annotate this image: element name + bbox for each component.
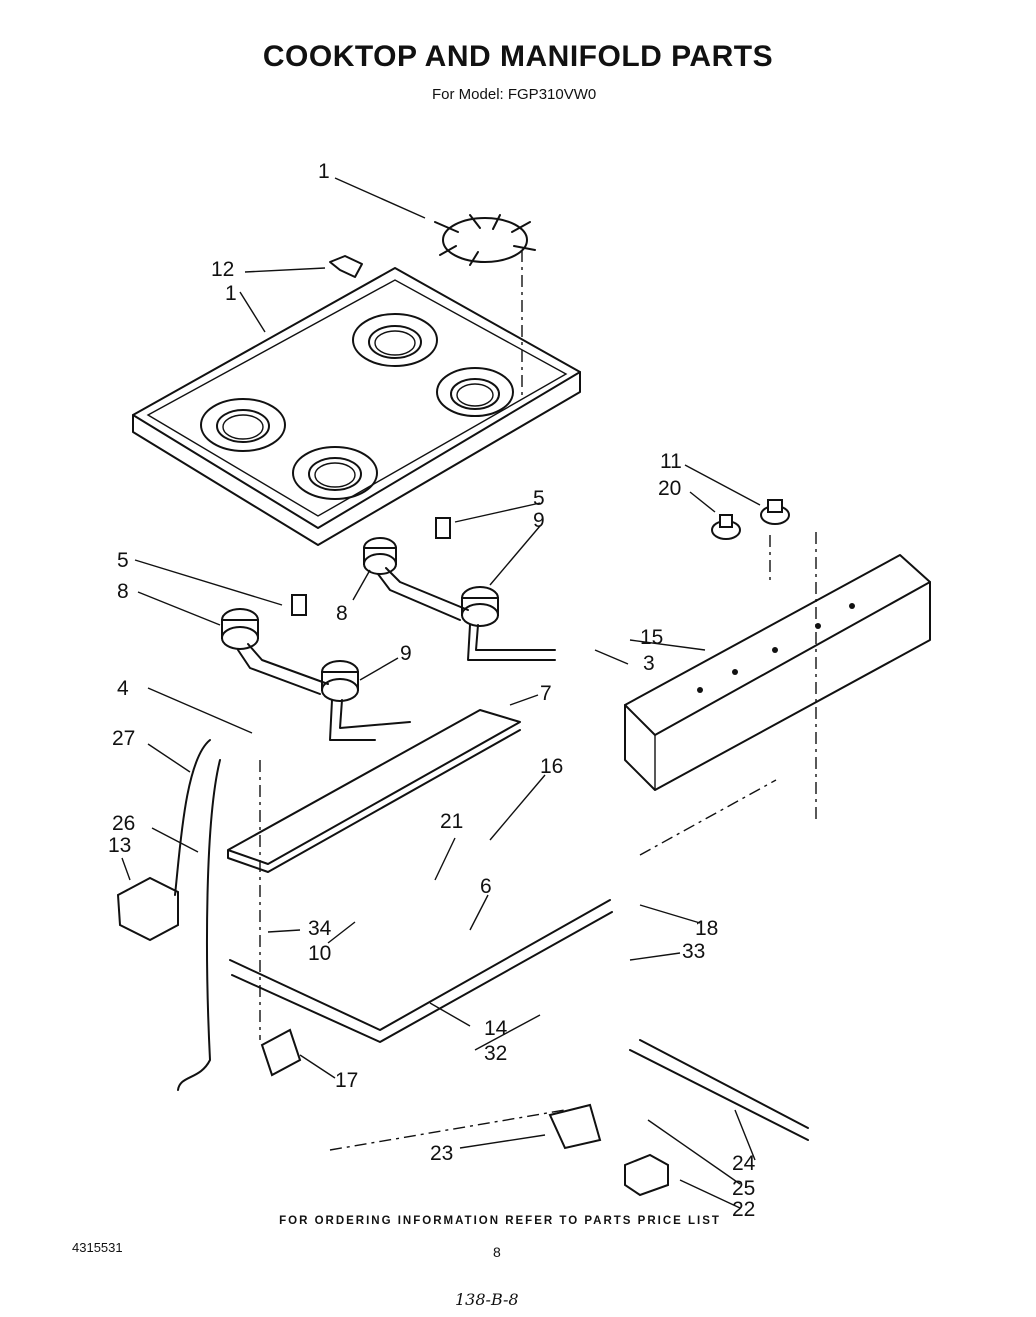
manifold-bracket-part: [227, 709, 521, 873]
callout-16: 16: [540, 755, 563, 778]
manifold-pipe-part: [229, 899, 613, 1043]
callout-12: 12: [211, 258, 234, 281]
gas-tubing-part: [174, 739, 221, 1091]
callout-8-left: 8: [117, 580, 129, 603]
callout-14: 14: [484, 1017, 508, 1040]
callout-25: 25: [732, 1177, 755, 1200]
callout-15: 15: [640, 626, 663, 649]
document-number: 4315531: [72, 1240, 123, 1255]
callout-27: 27: [112, 727, 135, 750]
orifice-part: [548, 1103, 602, 1150]
callout-5-left: 5: [117, 549, 129, 572]
cooktop-part: [132, 267, 581, 546]
callout-9-right: 9: [533, 509, 545, 532]
callout-11: 11: [660, 450, 682, 473]
model-subtitle: For Model: FGP310VW0: [432, 86, 597, 103]
burner-opening: [436, 367, 514, 417]
callout-32: 32: [484, 1042, 507, 1065]
callout-22: 22: [732, 1198, 755, 1221]
control-knob-part: [760, 499, 790, 525]
burner-opening: [200, 398, 286, 452]
callout-20: 20: [658, 477, 681, 500]
burner-assembly-left: [221, 594, 411, 741]
callout-leaders: [121, 177, 761, 1209]
burner-opening: [352, 313, 438, 367]
ordering-note: FOR ORDERING INFORMATION REFER TO PARTS …: [279, 1215, 721, 1227]
oven-valve-part: [624, 1153, 669, 1197]
callout-10: 10: [308, 942, 331, 965]
burner-opening: [292, 446, 378, 500]
callout-7: 7: [540, 682, 552, 705]
callout-5-right: 5: [533, 487, 545, 510]
callout-8-right: 8: [336, 602, 348, 625]
clip-part: [329, 255, 363, 278]
callout-6: 6: [480, 875, 492, 898]
callout-3: 3: [643, 652, 655, 675]
callout-26: 26: [112, 812, 135, 835]
callout-23: 23: [430, 1142, 453, 1165]
callout-34: 34: [308, 917, 332, 940]
callout-21: 21: [440, 810, 463, 833]
callout-9-left: 9: [400, 642, 412, 665]
control-knob-part: [711, 514, 741, 540]
callout-2: 1: [318, 160, 330, 183]
callout-1: 1: [225, 282, 237, 305]
handwritten-reference: 138-B-8: [455, 1290, 519, 1309]
callout-24: 24: [732, 1152, 756, 1175]
callout-18: 18: [695, 917, 718, 940]
callout-17: 17: [335, 1069, 358, 1092]
burner-grate-part: [434, 214, 536, 395]
gas-regulator-part: [116, 876, 179, 942]
page-number: 8: [493, 1244, 501, 1260]
burner-assembly-right: [363, 517, 556, 661]
callout-13: 13: [108, 834, 131, 857]
mounting-bracket-part: [260, 1028, 302, 1077]
callout-4: 4: [117, 677, 129, 700]
page-title: COOKTOP AND MANIFOLD PARTS: [262, 40, 774, 73]
callout-33: 33: [682, 940, 705, 963]
control-panel-part: [624, 554, 931, 791]
oven-burner-part: [629, 1039, 809, 1141]
